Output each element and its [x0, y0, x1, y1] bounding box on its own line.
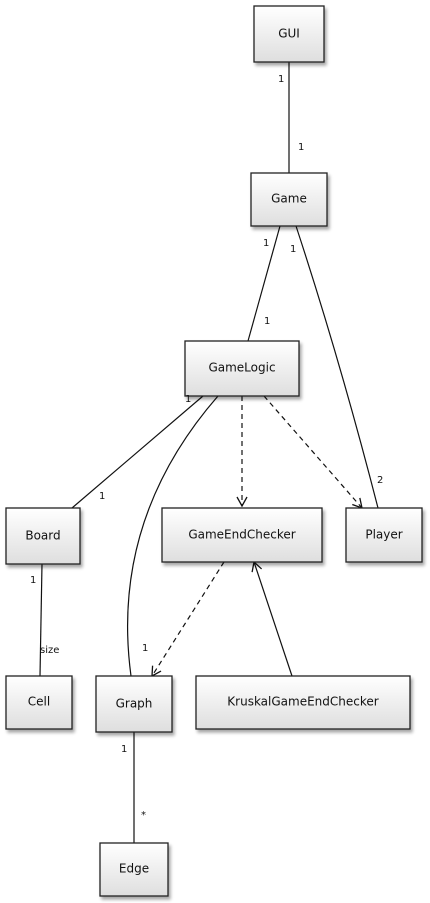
edge-gamelogic-board [71, 395, 204, 509]
class-gui: GUI [253, 5, 325, 63]
dep-gameendchecker-graph [151, 561, 225, 678]
class-board-label: Board [25, 529, 60, 543]
class-player: Player [345, 507, 423, 563]
class-cell: Cell [5, 675, 73, 730]
class-cell-label: Cell [28, 695, 50, 709]
edge-game-gamelogic [247, 225, 281, 342]
edge-game-player [295, 225, 379, 509]
mult-game-logic-logic-end: 1 [264, 316, 270, 327]
class-edge: Edge [99, 842, 169, 897]
edge-kruskal-gameendchecker [251, 560, 293, 677]
mult-logic-board-logic-end: 1 [185, 394, 191, 405]
mult-game-logic-game-end: 1 [263, 238, 269, 249]
mult-graph-edge-graph-end: 1 [121, 744, 127, 755]
mult-board-cell-cell-end: size [40, 645, 59, 656]
edge-gamelogic-graph [126, 395, 219, 677]
edge-board-cell [39, 563, 43, 677]
class-graph-label: Graph [116, 697, 153, 711]
mult-graph-edge-edge-end: * [141, 810, 146, 821]
class-board: Board [5, 507, 81, 565]
class-game: Game [250, 172, 328, 227]
class-kruskalgameendchecker: KruskalGameEndChecker [195, 675, 411, 730]
mult-logic-board-board-end: 1 [99, 491, 105, 502]
mult-logic-graph-graph-end: 1 [142, 643, 148, 654]
dep-gamelogic-player [263, 395, 363, 510]
class-edge-label: Edge [119, 862, 149, 876]
class-gamelogic: GameLogic [184, 340, 300, 397]
class-gameendchecker-label: GameEndChecker [188, 528, 295, 542]
class-player-label: Player [365, 528, 402, 542]
class-gameendchecker: GameEndChecker [161, 507, 323, 563]
class-graph: Graph [95, 675, 173, 733]
class-game-label: Game [271, 192, 307, 206]
mult-game-player-game-end: 1 [290, 244, 296, 255]
mult-gui-game-gui-end: 1 [278, 74, 284, 85]
mult-game-player-player-end: 2 [377, 475, 383, 486]
mult-gui-game-game-end: 1 [298, 142, 304, 153]
class-gui-label: GUI [278, 27, 300, 41]
class-kruskalgameendchecker-label: KruskalGameEndChecker [227, 695, 378, 709]
mult-board-cell-board-end: 1 [30, 575, 36, 586]
class-gamelogic-label: GameLogic [208, 361, 275, 375]
